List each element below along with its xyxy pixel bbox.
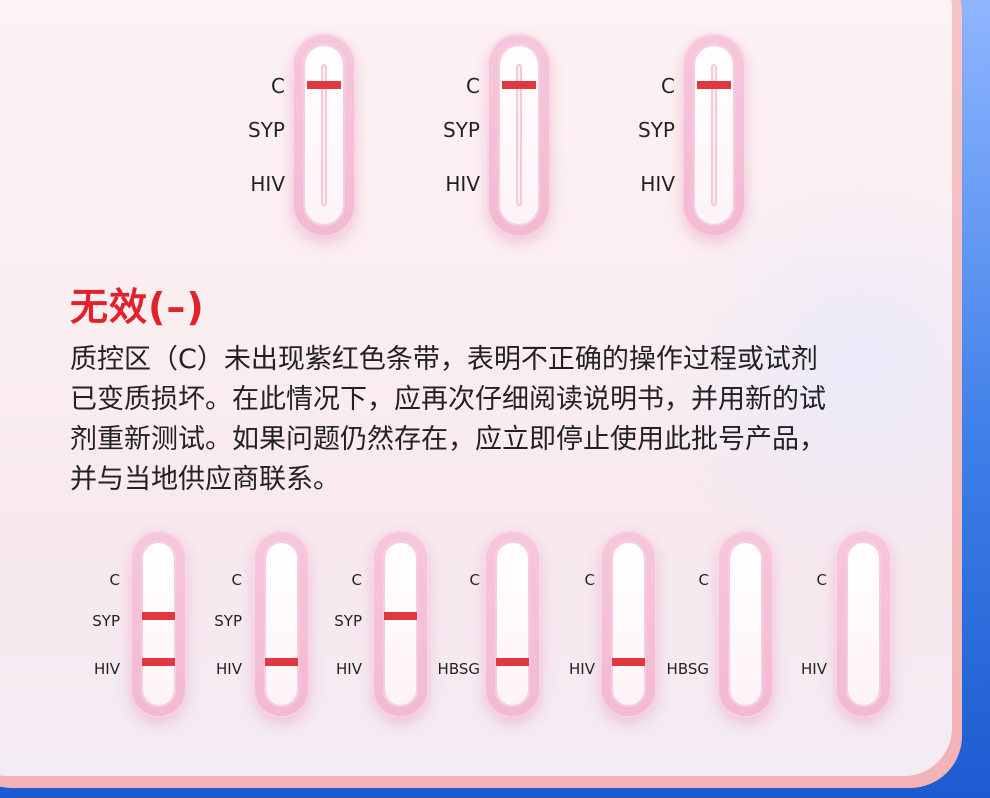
strip-inner — [498, 44, 540, 226]
band-hiv — [265, 658, 298, 666]
band-syp — [142, 612, 175, 620]
label-c: C — [351, 571, 362, 589]
label-c: C — [466, 74, 480, 98]
strip-inner — [728, 541, 763, 707]
label-syp: SYP — [248, 118, 285, 142]
description-line: 剂重新测试。如果问题仍然存在，应立即停止使用此批号产品， — [70, 424, 826, 455]
section-title: 无效(–) — [70, 285, 205, 329]
label-c: C — [469, 571, 480, 589]
strip-inner — [141, 541, 176, 707]
label-c: C — [584, 571, 595, 589]
strip-inner — [693, 44, 735, 226]
band-c — [697, 81, 731, 89]
description-line: 质控区（C）未出现紫红色条带，表明不正确的操作过程或试剂 — [70, 344, 818, 375]
test-strip — [130, 530, 187, 718]
test-strip — [682, 33, 746, 237]
strip-inner — [611, 541, 646, 707]
label-hiv: HIV — [250, 172, 285, 196]
label-c: C — [109, 571, 120, 589]
label-c: C — [816, 571, 827, 589]
test-strip — [487, 33, 551, 237]
band-hbsg — [496, 658, 529, 666]
label-c: C — [698, 571, 709, 589]
label-syp: SYP — [638, 118, 675, 142]
label-hiv: HIV — [640, 172, 675, 196]
label-c: C — [231, 571, 242, 589]
strip-inner — [383, 541, 418, 707]
label-hiv: HIV — [569, 660, 595, 678]
test-strip — [835, 530, 892, 718]
label-syp: SYP — [443, 118, 480, 142]
test-strip — [717, 530, 774, 718]
test-strip — [372, 530, 429, 718]
label-hiv: HIV — [801, 660, 827, 678]
strip-window — [321, 64, 327, 206]
description-line: 并与当地供应商联系。 — [70, 464, 340, 495]
test-strip — [253, 530, 310, 718]
label-syp: SYP — [334, 612, 362, 630]
label-hbsg: HBSG — [437, 660, 480, 678]
band-c — [307, 81, 341, 89]
strip-inner — [303, 44, 345, 226]
strip-window — [516, 64, 522, 206]
label-hiv: HIV — [94, 660, 120, 678]
label-hiv: HIV — [216, 660, 242, 678]
test-strip — [292, 33, 356, 237]
label-c: C — [271, 74, 285, 98]
description-line: 已变质损坏。在此情况下，应再次仔细阅读说明书，并用新的试 — [70, 384, 826, 415]
strip-inner — [846, 541, 881, 707]
label-hiv: HIV — [445, 172, 480, 196]
label-syp: SYP — [92, 612, 120, 630]
strip-inner — [495, 541, 530, 707]
label-c: C — [661, 74, 675, 98]
band-hiv — [612, 658, 645, 666]
band-hiv — [142, 658, 175, 666]
strip-window — [711, 64, 717, 206]
test-strip — [600, 530, 657, 718]
label-hiv: HIV — [336, 660, 362, 678]
test-strip — [484, 530, 541, 718]
band-c — [502, 81, 536, 89]
band-syp — [384, 612, 417, 620]
section-description: 质控区（C）未出现紫红色条带，表明不正确的操作过程或试剂 已变质损坏。在此情况下… — [70, 340, 930, 500]
strip-inner — [264, 541, 299, 707]
label-syp: SYP — [214, 612, 242, 630]
label-hbsg: HBSG — [666, 660, 709, 678]
